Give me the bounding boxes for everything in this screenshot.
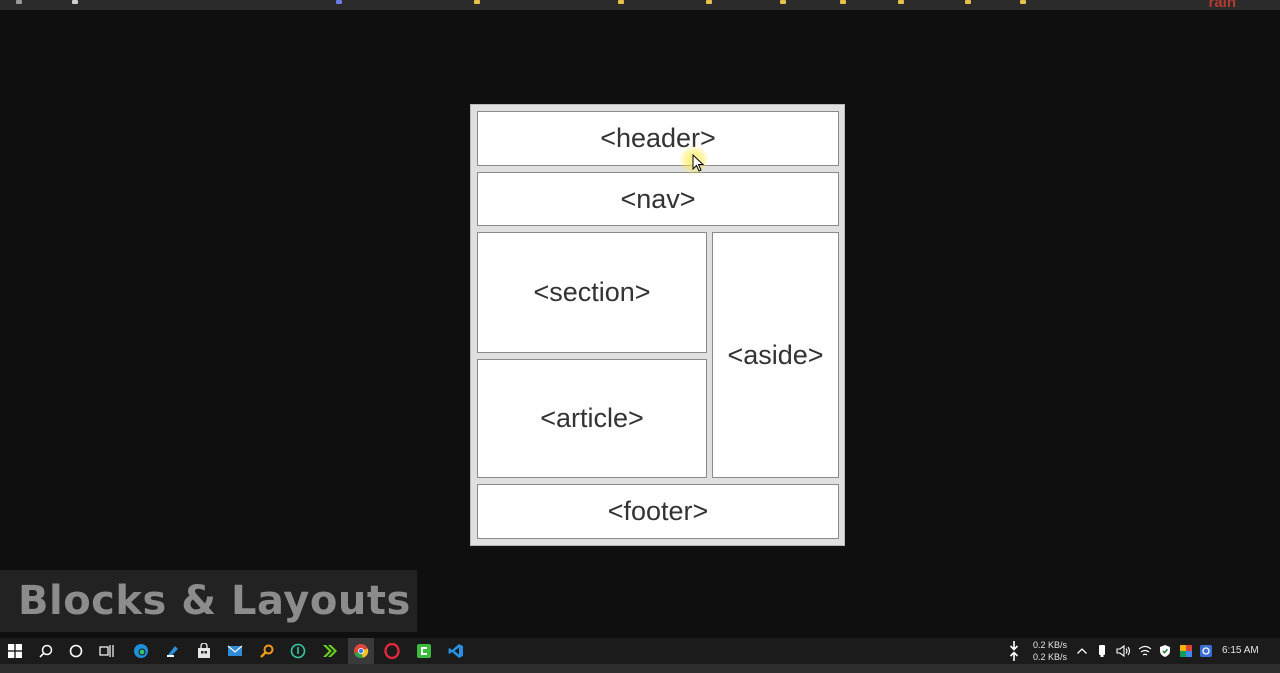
volume-icon[interactable]: [1116, 638, 1132, 664]
caption-text: Blocks & Layouts: [18, 578, 411, 624]
html-layout-diagram: <header> <nav> <section> <article> <asid…: [470, 104, 845, 546]
task-view-icon[interactable]: [94, 638, 120, 664]
app-icon[interactable]: [316, 638, 342, 664]
store-icon[interactable]: [191, 638, 217, 664]
windows-taskbar: 0.2 KB/s 0.2 KB/s 6:15 AM: [0, 638, 1280, 664]
bookmark-icon[interactable]: [1020, 0, 1026, 4]
aside-block: <aside>: [712, 232, 839, 478]
cortana-icon[interactable]: [63, 638, 89, 664]
nav-block: <nav>: [477, 172, 839, 226]
opera-icon[interactable]: [379, 638, 405, 664]
search-tool-icon[interactable]: [254, 638, 280, 664]
app-tray-icon[interactable]: [1199, 638, 1213, 664]
channel-logo: rain: [1208, 0, 1236, 11]
windows-start-icon[interactable]: [2, 638, 28, 664]
upload-speed: 0.2 KB/s: [1033, 652, 1068, 662]
taskbar-clock[interactable]: 6:15 AM: [1222, 645, 1259, 656]
vscode-icon[interactable]: [443, 638, 469, 664]
bookmark-icon[interactable]: [898, 0, 904, 4]
bookmark-icon[interactable]: [965, 0, 971, 4]
app-icon[interactable]: [160, 638, 186, 664]
app-icon[interactable]: [411, 638, 437, 664]
bookmark-icon[interactable]: [780, 0, 786, 4]
header-block: <header>: [477, 111, 839, 166]
network-traffic-icon: [1008, 638, 1020, 664]
bookmark-icon[interactable]: [72, 0, 78, 4]
wifi-icon[interactable]: [1138, 638, 1152, 664]
phone-icon[interactable]: [1097, 638, 1107, 664]
app-icon[interactable]: [285, 638, 311, 664]
bottom-frame-strip: [0, 664, 1280, 673]
video-caption: Blocks & Layouts: [0, 570, 417, 632]
mouse-cursor-icon: [692, 154, 704, 172]
chevron-up-icon[interactable]: [1076, 638, 1088, 664]
security-shield-icon[interactable]: [1158, 638, 1172, 664]
bookmark-icon[interactable]: [618, 0, 624, 4]
bookmark-icon[interactable]: [706, 0, 712, 4]
network-speed: 0.2 KB/s 0.2 KB/s: [1033, 639, 1067, 663]
edge-icon[interactable]: [128, 638, 154, 664]
bookmark-icon[interactable]: [840, 0, 846, 4]
bookmark-icon[interactable]: [474, 0, 480, 4]
bookmark-icon[interactable]: [16, 0, 22, 4]
footer-block: <footer>: [477, 484, 839, 539]
search-icon[interactable]: [33, 638, 59, 664]
mail-icon[interactable]: [222, 638, 248, 664]
google-drive-icon[interactable]: [1179, 638, 1193, 664]
download-speed: 0.2 KB/s: [1033, 640, 1068, 650]
article-block: <article>: [477, 359, 707, 478]
chrome-icon[interactable]: [348, 638, 374, 664]
section-block: <section>: [477, 232, 707, 353]
bookmark-icon[interactable]: [336, 0, 342, 4]
top-bookmark-strip: [0, 0, 1280, 10]
